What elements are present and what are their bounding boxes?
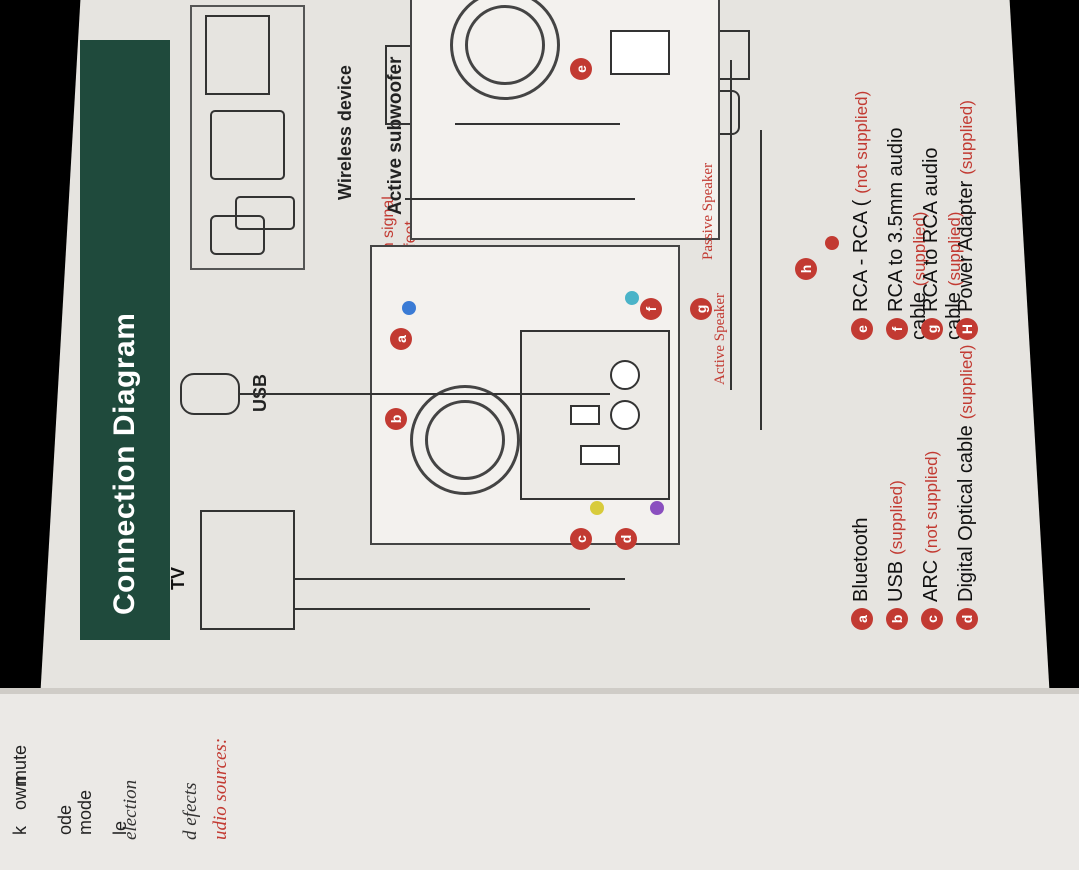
usb-port-icon — [570, 405, 600, 425]
marker-d: d — [615, 528, 637, 550]
marker-g: g — [690, 298, 712, 320]
marker-e: e — [570, 58, 592, 80]
left-text-3: udio sources: — [210, 737, 231, 840]
legend-item-h: HPower Adapter(supplied) — [955, 100, 978, 340]
power-cable — [760, 130, 762, 430]
legend-item-c: cARC(not supplied) — [920, 451, 943, 630]
wireless-device-label: Wireless device — [335, 65, 355, 200]
usb-cable — [240, 393, 610, 395]
purple-bulb-icon — [650, 501, 664, 515]
rca-port-icon — [610, 400, 640, 430]
usb-stick-icon — [180, 373, 240, 415]
rca-port-icon — [610, 360, 640, 390]
legend-item-b: bUSB(supplied) — [885, 480, 908, 630]
arc-cable — [295, 608, 590, 610]
table-row: k — [10, 826, 30, 835]
legend-item-e: eRCA - RCA ((not supplied) — [850, 91, 873, 340]
table-row: ode — [55, 804, 75, 835]
connection-diagram: Connection Diagram TV USB Wireless devic… — [80, 0, 1040, 640]
page-edge — [0, 688, 1079, 694]
passive-speaker-label: Passive Speaker — [700, 162, 716, 260]
table-row: own — [10, 776, 30, 810]
legend-item-a: aBluetooth — [850, 517, 873, 630]
left-page — [0, 690, 1079, 870]
tablet-icon — [210, 110, 285, 180]
active-speaker-woofer-icon — [410, 385, 520, 495]
laptop-icon — [205, 15, 270, 95]
legend: aBluetooth bUSB(supplied) cARC(not suppl… — [840, 40, 1040, 640]
left-page-content: election d efects udio sources: mute own… — [0, 690, 1079, 870]
aux-cable — [405, 198, 635, 200]
speaker-cable — [730, 60, 732, 390]
marker-c: c — [570, 528, 592, 550]
marker-a: a — [390, 328, 412, 350]
marker-h: h — [795, 258, 817, 280]
marker-b: b — [385, 408, 407, 430]
table-row: le — [110, 820, 130, 835]
tv-box — [200, 510, 295, 630]
table-row: mode — [75, 789, 95, 835]
diagram-title: Connection Diagram — [80, 40, 170, 640]
speaker-terminal-icon — [610, 30, 670, 75]
optical-cable — [295, 578, 625, 580]
marker-f: f — [640, 298, 662, 320]
red-bulb-icon — [825, 236, 839, 250]
bluetooth-bulb-icon — [402, 301, 416, 315]
left-text-2: d efects — [180, 782, 201, 840]
teal-bulb-icon — [625, 291, 639, 305]
tv-label: TV — [168, 566, 188, 590]
legend-item-d: dDigital Optical cable(supplied) — [955, 345, 978, 630]
active-speaker-label: Active Speaker — [712, 292, 728, 385]
optical-port-icon — [580, 445, 620, 465]
yellow-bulb-icon — [590, 501, 604, 515]
subwoofer-cable — [455, 123, 620, 125]
phone-icon — [235, 196, 295, 230]
